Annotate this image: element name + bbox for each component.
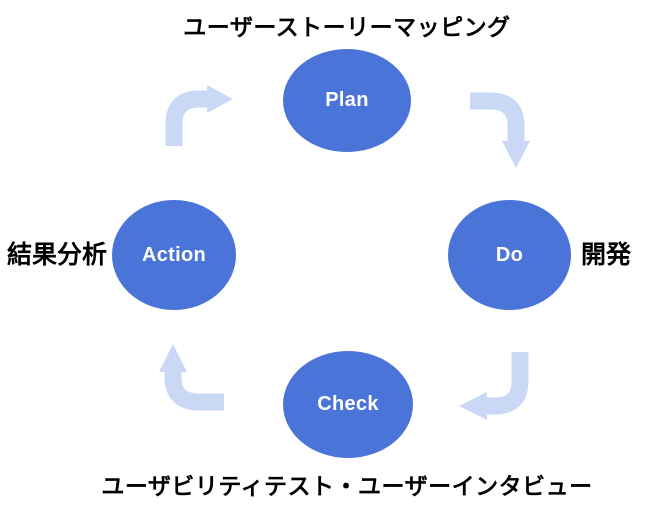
do-side-label: 開発 (581, 241, 632, 269)
node-action: Action (112, 200, 236, 310)
top-caption: ユーザーストーリーマッピング (183, 14, 511, 40)
node-plan-label: Plan (325, 89, 369, 111)
node-action-label: Action (141, 243, 207, 266)
arrow-action-to-plan (165, 85, 233, 146)
node-plan: Plan (283, 49, 411, 152)
node-check-label: Check (317, 393, 379, 415)
bottom-caption: ユーザビリティテスト・ユーザーインタビュー (101, 473, 593, 499)
node-do: Do (448, 200, 571, 310)
arrow-plan-to-do (470, 92, 530, 168)
action-side-label: 結果分析 (7, 241, 108, 269)
node-do-label: Do (495, 243, 524, 266)
node-check: Check (283, 351, 413, 458)
arrow-check-to-action (159, 344, 224, 411)
arrow-do-to-check (459, 352, 529, 420)
